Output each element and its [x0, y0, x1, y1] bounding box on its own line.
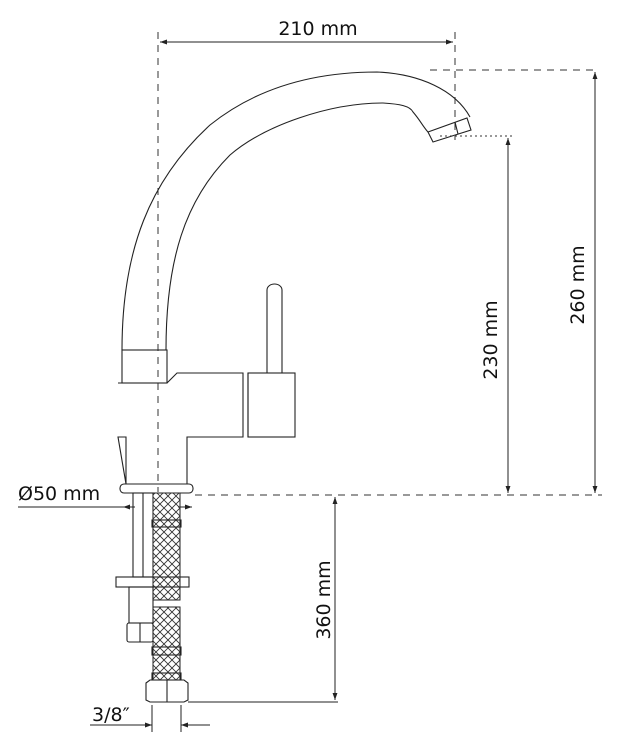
faucet-body [117, 283, 296, 494]
label-260mm: 260 mm [567, 245, 589, 324]
label-diameter-50mm: Ø50 mm [18, 483, 100, 505]
dimension-thread: 3/8″ [90, 704, 210, 732]
label-230mm: 230 mm [480, 300, 502, 379]
dimension-diameter: Ø50 mm [18, 483, 192, 510]
label-210mm: 210 mm [278, 18, 357, 40]
dimension-210: 210 mm [160, 18, 453, 45]
dimension-360: 360 mm [188, 497, 338, 703]
supply-hoses [115, 492, 190, 703]
faucet-spout [121, 71, 472, 384]
dimension-260: 260 mm [567, 72, 598, 493]
label-3-8-inch: 3/8″ [92, 704, 130, 726]
reference-lines [157, 32, 602, 496]
label-360mm: 360 mm [313, 560, 335, 639]
lever-handle [266, 283, 283, 373]
dimension-230: 230 mm [480, 138, 511, 493]
